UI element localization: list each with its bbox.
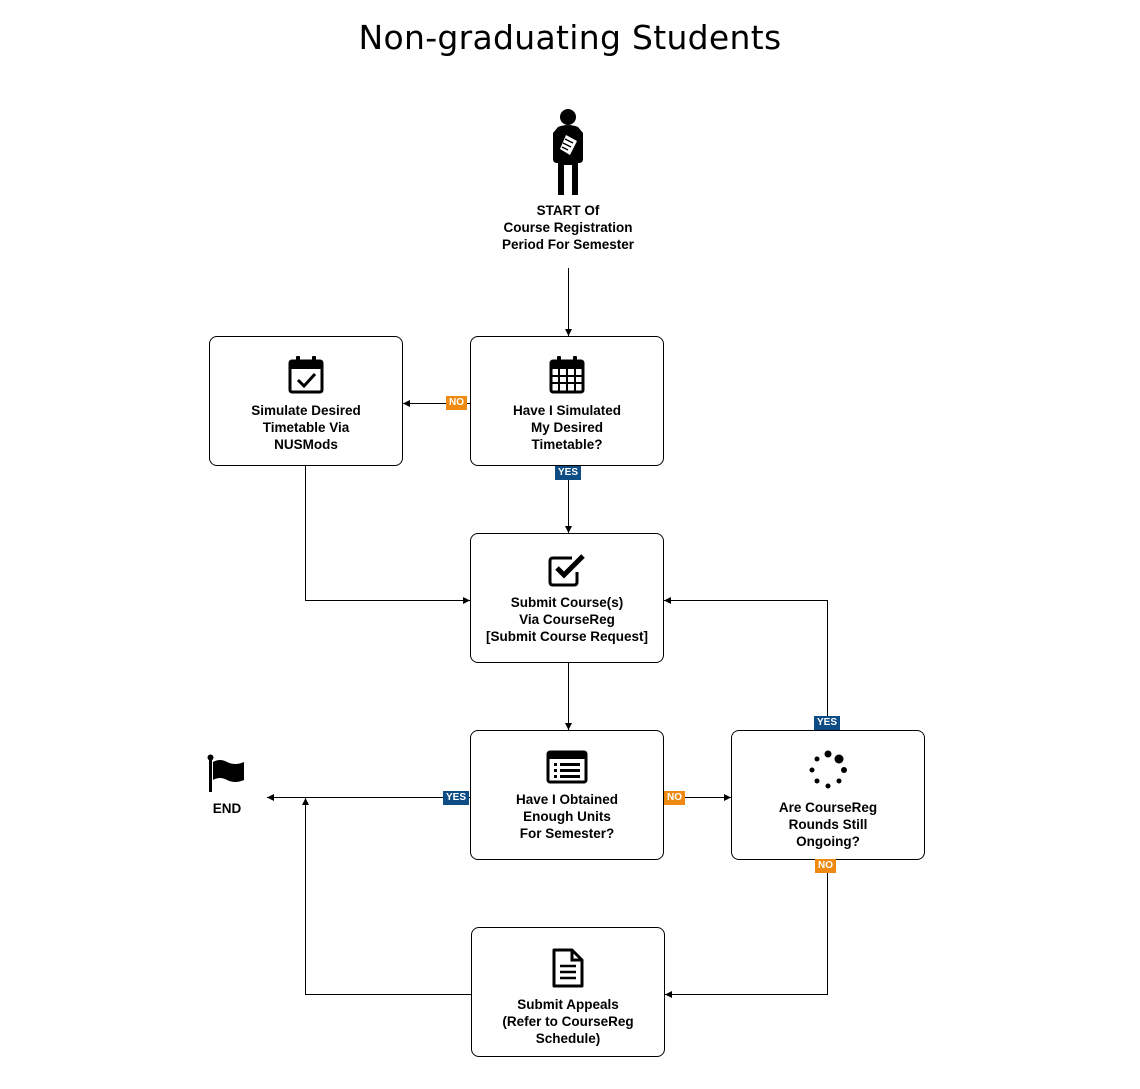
node-label-line: Schedule) xyxy=(535,1031,601,1046)
edge-label-yes: YES xyxy=(555,466,582,480)
simulate-timetable-node[interactable]: Simulate Desired Timetable Via NUSMods xyxy=(209,336,403,466)
enough-units-label: Have I Obtained Enough Units For Semeste… xyxy=(471,791,663,842)
calendar-grid-icon xyxy=(549,356,585,394)
node-label-line: (Refer to CourseReg xyxy=(502,1014,634,1029)
edge-label-no: NO xyxy=(664,791,685,805)
calendar-check-icon xyxy=(288,356,324,394)
edge-rounds-no xyxy=(665,860,828,998)
start-label-line: START Of xyxy=(536,203,600,218)
node-label-line: [Submit Course Request] xyxy=(485,629,648,644)
document-icon xyxy=(552,948,584,988)
node-label-line: Are CourseReg xyxy=(778,800,878,815)
edge-appeals-to-end xyxy=(302,798,471,995)
node-label-line: Submit Appeals xyxy=(517,997,619,1012)
edge-label-no: NO xyxy=(446,396,467,410)
start-label-line: Course Registration xyxy=(503,220,633,235)
start-node: START Of Course Registration Period For … xyxy=(468,106,668,256)
have-simulated-node[interactable]: Have I Simulated My Desired Timetable? xyxy=(470,336,664,466)
rounds-ongoing-node[interactable]: Are CourseReg Rounds Still Ongoing? xyxy=(731,730,925,860)
start-label-line: Period For Semester xyxy=(501,237,635,252)
node-label-line: Timetable? xyxy=(531,437,603,452)
enough-units-node[interactable]: Have I Obtained Enough Units For Semeste… xyxy=(470,730,664,860)
list-window-icon xyxy=(546,750,588,784)
submit-course-label: Submit Course(s) Via CourseReg [Submit C… xyxy=(471,594,663,645)
start-label: START Of Course Registration Period For … xyxy=(468,202,668,253)
edge-label-yes: YES xyxy=(814,716,841,730)
flag-icon xyxy=(207,754,244,792)
node-label-line: Timetable Via xyxy=(262,420,350,435)
node-label-line: Rounds Still xyxy=(788,817,868,832)
node-label-line: Simulate Desired xyxy=(251,403,361,418)
submit-course-node[interactable]: Submit Course(s) Via CourseReg [Submit C… xyxy=(470,533,664,663)
node-label-line: Ongoing? xyxy=(796,834,860,849)
end-label: END xyxy=(212,801,242,816)
have-simulated-label: Have I Simulated My Desired Timetable? xyxy=(471,402,663,453)
edge-rounds-yes xyxy=(664,597,828,730)
node-label-line: For Semester? xyxy=(519,826,615,841)
checkbox-icon xyxy=(548,554,585,587)
node-label-line: Via CourseReg xyxy=(519,612,615,627)
submit-appeals-node[interactable]: Submit Appeals (Refer to CourseReg Sched… xyxy=(471,927,665,1057)
node-label-line: Enough Units xyxy=(523,809,611,824)
node-label-line: My Desired xyxy=(530,420,604,435)
diagram-title: Non-graduating Students xyxy=(358,18,782,57)
submit-appeals-label: Submit Appeals (Refer to CourseReg Sched… xyxy=(472,996,664,1047)
edge-label-yes: YES xyxy=(443,791,470,805)
rounds-ongoing-label: Are CourseReg Rounds Still Ongoing? xyxy=(732,799,924,850)
spinner-icon xyxy=(809,750,847,789)
simulate-timetable-label: Simulate Desired Timetable Via NUSMods xyxy=(210,402,402,453)
student-icon xyxy=(553,109,583,195)
node-label-line: Have I Simulated xyxy=(512,403,622,418)
node-label-line: Submit Course(s) xyxy=(510,595,624,610)
edge-label-no: NO xyxy=(815,859,836,873)
end-node: END xyxy=(197,754,257,824)
node-label-line: Have I Obtained xyxy=(515,792,619,807)
node-label-line: NUSMods xyxy=(274,437,338,452)
edge-simulate-to-submit xyxy=(305,466,470,604)
